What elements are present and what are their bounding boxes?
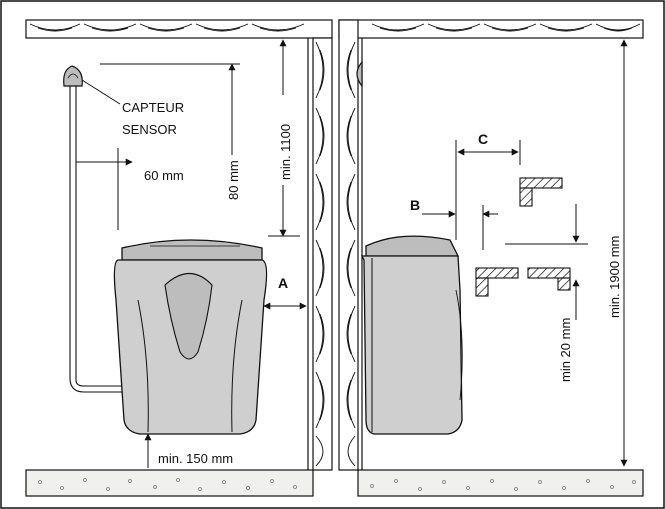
dim-c-label: C bbox=[478, 131, 488, 147]
sensor-icon bbox=[63, 65, 83, 87]
right-floor-gravel bbox=[370, 479, 636, 491]
dim-b-label: B bbox=[410, 197, 420, 213]
left-floor-gravel bbox=[38, 478, 297, 491]
dim-150-label: min. 150 mm bbox=[158, 451, 233, 466]
right-floor bbox=[357, 469, 644, 497]
left-wall-wood-grain bbox=[315, 41, 325, 467]
dim-1900-label: min. 1900 mm bbox=[607, 236, 622, 318]
dim-80-label: 80 mm bbox=[226, 160, 241, 200]
heater-front bbox=[113, 239, 268, 435]
bracket-top bbox=[519, 177, 563, 189]
capteur-label: CAPTEUR bbox=[122, 100, 184, 115]
dim-60-label: 60 mm bbox=[144, 168, 184, 183]
dim-20-label: min 20 mm bbox=[558, 318, 573, 382]
heater-side bbox=[360, 235, 463, 435]
left-ceiling-wood-grain bbox=[29, 23, 305, 32]
sensor-cable bbox=[69, 86, 124, 393]
left-panel: CAPTEUR SENSOR 80 mm 60 mm min. 1100 A bbox=[25, 19, 333, 497]
bracket-bottom-right bbox=[527, 267, 571, 279]
sensor-side-icon bbox=[356, 60, 363, 88]
right-panel: C B min 20 mm min. 1900 mm bbox=[338, 19, 644, 497]
bracket-bottom-left bbox=[475, 267, 519, 279]
bracket-bottom-right-leg bbox=[557, 277, 571, 291]
right-ceiling-wood-grain bbox=[371, 23, 641, 32]
bracket-bottom-left-leg bbox=[475, 277, 489, 297]
sensor-label: SENSOR bbox=[122, 122, 177, 137]
left-floor bbox=[25, 469, 314, 497]
right-wall-wood-grain bbox=[346, 41, 356, 467]
bracket-top-leg bbox=[519, 187, 533, 207]
dim-a-label: A bbox=[278, 275, 288, 291]
dim-1100-label: min. 1100 bbox=[278, 124, 293, 180]
